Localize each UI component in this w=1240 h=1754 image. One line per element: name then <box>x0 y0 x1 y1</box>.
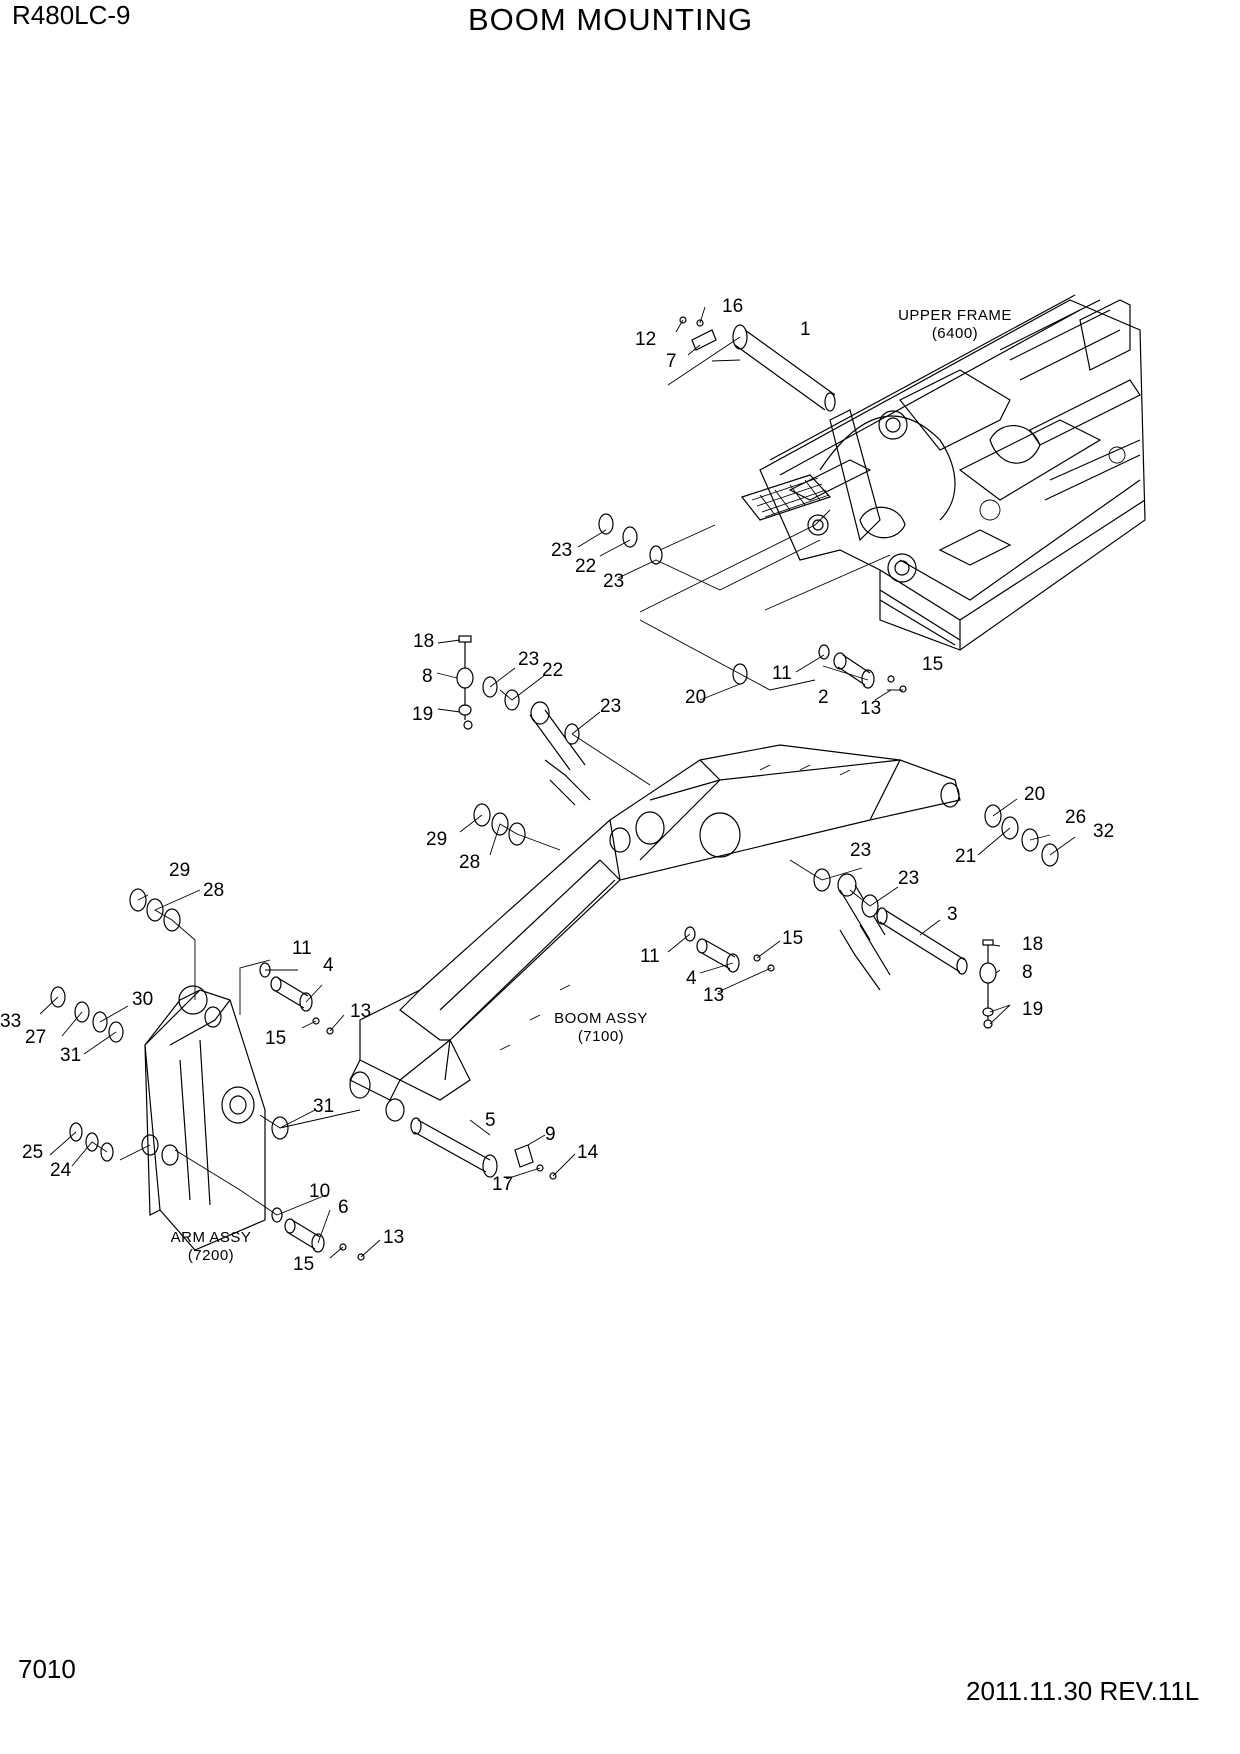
callout-8: 8 <box>422 666 433 687</box>
part-callouts: 16 1 12 7 23 22 23 18 8 23 22 19 23 20 1… <box>0 296 1114 1275</box>
upper-frame-code: (6400) <box>932 325 978 342</box>
upper-frame-label: UPPER FRAME <box>898 307 1012 324</box>
callout-21: 21 <box>955 846 976 867</box>
callout-22: 22 <box>575 556 596 577</box>
callout-33: 33 <box>0 1011 21 1032</box>
callout-13: 13 <box>383 1227 404 1248</box>
callout-27: 27 <box>25 1027 46 1048</box>
callout-1: 1 <box>800 319 811 340</box>
callout-8: 8 <box>1022 962 1033 983</box>
callout-23: 23 <box>603 571 624 592</box>
callout-31: 31 <box>313 1096 334 1117</box>
callout-28: 28 <box>459 852 480 873</box>
callout-2: 2 <box>818 687 829 708</box>
callout-23: 23 <box>600 696 621 717</box>
callout-31: 31 <box>60 1045 81 1066</box>
callout-13: 13 <box>703 985 724 1006</box>
step-grating <box>740 474 832 521</box>
callout-29: 29 <box>169 860 190 881</box>
callout-13: 13 <box>860 698 881 719</box>
callout-13: 13 <box>350 1001 371 1022</box>
callout-23: 23 <box>551 540 572 561</box>
callout-11: 11 <box>640 946 660 967</box>
callout-25: 25 <box>22 1142 43 1163</box>
callout-18: 18 <box>413 631 434 652</box>
assembly-labels: UPPER FRAME (6400) BOOM ASSY (7100) ARM … <box>171 307 1012 1264</box>
callout-20: 20 <box>1024 784 1045 805</box>
callout-24: 24 <box>50 1160 72 1181</box>
callout-19: 19 <box>1022 999 1043 1020</box>
callout-19: 19 <box>412 704 433 725</box>
callout-15: 15 <box>922 654 943 675</box>
callout-6: 6 <box>338 1197 349 1218</box>
callout-30: 30 <box>132 989 153 1010</box>
callout-12: 12 <box>635 329 656 350</box>
model-number: R480LC-9 <box>12 0 131 30</box>
arm-drawing <box>141 985 266 1251</box>
arm-assy-code: (7200) <box>188 1247 234 1264</box>
page-number: 7010 <box>18 1654 76 1684</box>
callout-20: 20 <box>685 687 706 708</box>
callout-4: 4 <box>686 968 697 989</box>
callout-15: 15 <box>782 928 803 949</box>
boom-assy-code: (7100) <box>578 1028 624 1045</box>
upper-frame-drawing <box>740 294 1146 651</box>
callout-15: 15 <box>265 1028 286 1049</box>
callout-7: 7 <box>666 351 677 372</box>
callout-15: 15 <box>293 1254 314 1275</box>
callout-11: 11 <box>292 938 312 959</box>
callout-16: 16 <box>722 296 743 317</box>
callout-22: 22 <box>542 660 563 681</box>
callout-29: 29 <box>426 829 447 850</box>
callout-23: 23 <box>850 840 871 861</box>
revision-date: 2011.11.30 REV.11L <box>966 1676 1200 1706</box>
leader-lines <box>39 306 1076 1259</box>
callout-18: 18 <box>1022 934 1043 955</box>
parts <box>50 316 1059 1261</box>
callout-5: 5 <box>485 1110 496 1131</box>
callout-3: 3 <box>947 904 958 925</box>
callout-23: 23 <box>898 868 919 889</box>
callout-23: 23 <box>518 649 539 670</box>
callout-14: 14 <box>577 1142 599 1163</box>
boom-assy-label: BOOM ASSY <box>554 1010 648 1027</box>
page-title: BOOM MOUNTING <box>468 2 754 37</box>
callout-11: 11 <box>772 663 792 684</box>
arm-assy-label: ARM ASSY <box>171 1229 252 1246</box>
boom-drawing <box>349 744 961 1122</box>
callout-4: 4 <box>323 955 334 976</box>
callout-9: 9 <box>545 1124 556 1145</box>
callout-17: 17 <box>492 1174 513 1195</box>
cylinders <box>529 701 891 991</box>
callout-10: 10 <box>309 1181 330 1202</box>
callout-28: 28 <box>203 880 224 901</box>
callout-32: 32 <box>1093 821 1114 842</box>
callout-26: 26 <box>1065 807 1086 828</box>
